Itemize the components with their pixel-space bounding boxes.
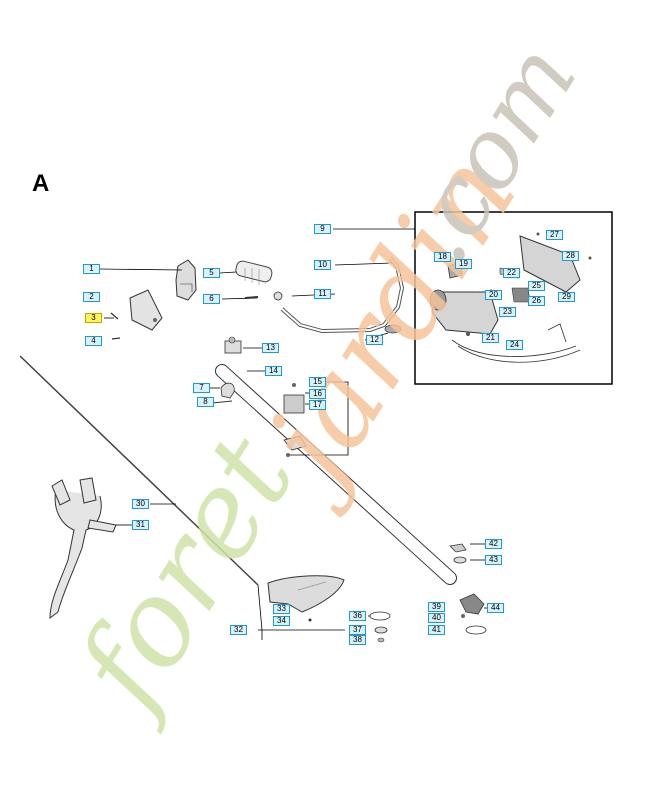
callout-4[interactable]: 4	[85, 336, 102, 346]
callout-21[interactable]: 21	[482, 333, 499, 343]
callout-37[interactable]: 37	[349, 625, 366, 635]
callout-31[interactable]: 31	[132, 520, 149, 530]
callout-32[interactable]: 32	[230, 625, 247, 635]
callout-13[interactable]: 13	[262, 343, 279, 353]
callout-44[interactable]: 44	[487, 603, 504, 613]
callout-11[interactable]: 11	[314, 289, 331, 299]
callout-43[interactable]: 43	[485, 555, 502, 565]
callout-15[interactable]: 15	[309, 377, 326, 387]
callout-34[interactable]: 34	[273, 616, 290, 626]
section-letter: A	[32, 170, 50, 197]
callout-14[interactable]: 14	[265, 366, 282, 376]
callout-42[interactable]: 42	[485, 539, 502, 549]
callout-17[interactable]: 17	[309, 400, 326, 410]
callout-29[interactable]: 29	[558, 292, 575, 302]
callout-22[interactable]: 22	[503, 268, 520, 278]
clamp-assembly	[283, 383, 307, 457]
callout-23[interactable]: 23	[499, 307, 516, 317]
cutter-guard	[267, 575, 345, 613]
callout-2[interactable]: 2	[83, 292, 100, 302]
callout-39[interactable]: 39	[428, 602, 445, 612]
callout-3[interactable]: 3	[85, 313, 102, 323]
callout-7[interactable]: 7	[193, 383, 210, 393]
callout-26[interactable]: 26	[528, 296, 545, 306]
callout-25[interactable]: 25	[528, 281, 545, 291]
callout-10[interactable]: 10	[314, 260, 331, 270]
callout-24[interactable]: 24	[506, 340, 523, 350]
callout-5[interactable]: 5	[203, 268, 220, 278]
shaft-tube	[215, 364, 457, 585]
drive-cable	[19, 355, 259, 586]
callout-6[interactable]: 6	[203, 294, 220, 304]
callout-36[interactable]: 36	[349, 611, 366, 621]
callout-40[interactable]: 40	[428, 613, 445, 623]
harness	[49, 477, 117, 620]
callout-19[interactable]: 19	[455, 259, 472, 269]
callout-28[interactable]: 28	[562, 251, 579, 261]
callout-12[interactable]: 12	[366, 335, 383, 345]
throttle-housing	[429, 232, 592, 363]
grip-5	[235, 260, 273, 285]
callout-38[interactable]: 38	[349, 635, 366, 645]
bracket-1	[175, 259, 197, 301]
watermark-part1: foret	[47, 412, 321, 737]
part-13	[224, 336, 242, 354]
callout-16[interactable]: 16	[309, 389, 326, 399]
callout-41[interactable]: 41	[428, 625, 445, 635]
callout-27[interactable]: 27	[546, 230, 563, 240]
handlebar	[280, 256, 405, 334]
callout-33[interactable]: 33	[273, 604, 290, 614]
callout-1[interactable]: 1	[83, 264, 100, 274]
bracket-2	[129, 289, 163, 331]
callout-9[interactable]: 9	[314, 224, 331, 234]
callout-8[interactable]: 8	[197, 397, 214, 407]
gearbox	[459, 593, 487, 635]
callout-18[interactable]: 18	[434, 252, 451, 262]
callout-30[interactable]: 30	[132, 499, 149, 509]
detail-inset-frame	[414, 211, 613, 385]
callout-20[interactable]: 20	[485, 290, 502, 300]
